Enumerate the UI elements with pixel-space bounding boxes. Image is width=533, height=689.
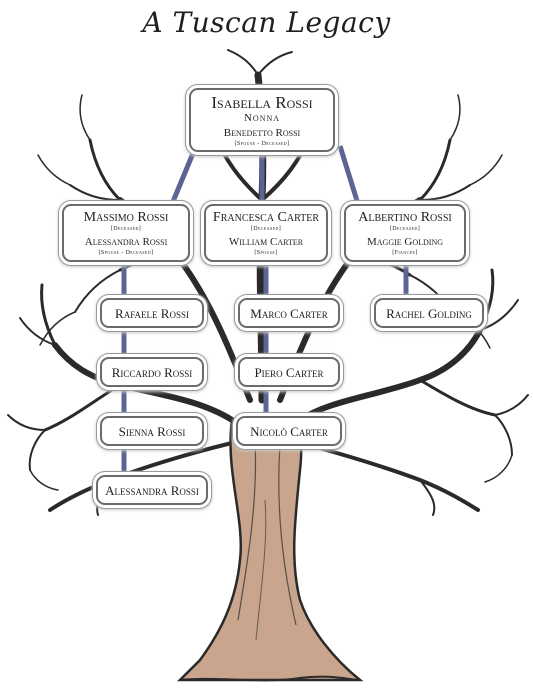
- branch-spouse: Alessandra Rossi: [84, 235, 168, 248]
- child-name: Alessandra Rossi: [105, 482, 199, 498]
- child-name: Marco Carter: [250, 305, 328, 321]
- branch-plaque-francesca: Francesca Carter [Deceased] William Cart…: [204, 204, 328, 262]
- branch-spouse: William Carter: [228, 235, 304, 248]
- child-name: Rafaele Rossi: [115, 305, 189, 321]
- child-plaque: Alessandra Rossi: [96, 475, 208, 505]
- page-title: A Tuscan Legacy: [142, 6, 391, 39]
- branch-name: Massimo Rossi: [83, 209, 169, 225]
- branch-spouse: Maggie Golding: [366, 235, 444, 248]
- root-spouse: Benedetto Rossi: [223, 126, 301, 139]
- child-plaque: Riccardo Rossi: [100, 357, 204, 387]
- child-name: Piero Carter: [254, 364, 324, 380]
- child-plaque: Rachel Golding: [374, 298, 484, 328]
- root-name: Isabella Rossi: [211, 92, 313, 112]
- branch-plaque-massimo: Massimo Rossi [Deceased] Alessandra Ross…: [62, 204, 190, 262]
- branch-spouse-note: [Spouse]: [254, 249, 278, 256]
- child-plaque: Piero Carter: [238, 357, 340, 387]
- branch-note: [Deceased]: [110, 225, 142, 232]
- child-name: Sienna Rossi: [118, 423, 186, 439]
- child-name: Riccardo Rossi: [111, 364, 193, 380]
- child-plaque: Marco Carter: [238, 298, 340, 328]
- branch-note: [Deceased]: [250, 225, 282, 232]
- branch-name: Albertino Rossi: [358, 209, 452, 225]
- connector-ropes: [121, 145, 409, 474]
- branch-plaque-albertino: Albertino Rossi [Deceased] Maggie Goldin…: [344, 204, 466, 262]
- branch-spouse-note: [Spouse - Deceased]: [98, 249, 154, 256]
- child-name: Rachel Golding: [386, 305, 472, 321]
- child-plaque: Rafaele Rossi: [100, 298, 204, 328]
- root-role: Nonna: [243, 111, 281, 124]
- branch-note: [Deceased]: [389, 225, 421, 232]
- root-plaque: Isabella Rossi Nonna Benedetto Rossi [Sp…: [189, 88, 335, 152]
- root-spouse-note: [Spouse - Deceased]: [234, 140, 290, 147]
- child-plaque: Sienna Rossi: [100, 416, 204, 446]
- branch-spouse-note: [Fiancée]: [392, 249, 418, 256]
- child-plaque: Nicolò Carter: [236, 416, 342, 446]
- tree-trunk: [176, 417, 364, 682]
- branch-name: Francesca Carter: [212, 209, 320, 225]
- child-name: Nicolò Carter: [250, 423, 328, 439]
